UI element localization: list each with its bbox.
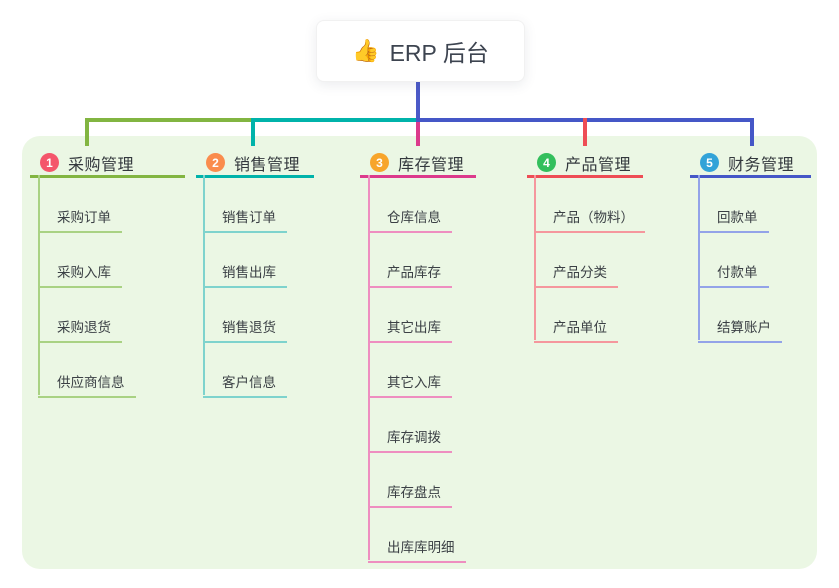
node-item-label: 产品分类 — [553, 265, 607, 280]
node-item[interactable]: 其它入库 — [368, 343, 452, 398]
node-item[interactable]: 产品（物料） — [534, 178, 645, 233]
branch-connector-line — [368, 175, 370, 560]
branch-number-badge: 5 — [700, 153, 719, 172]
branch-number-badge: 4 — [537, 153, 556, 172]
branch-items-procurement: 采购订单 采购入库 采购退货 供应商信息 — [38, 175, 136, 398]
branch-connector-line — [698, 175, 700, 340]
node-item-label: 采购订单 — [57, 210, 111, 225]
node-item-label: 仓库信息 — [387, 210, 441, 225]
branch-header-sales[interactable]: 2 销售管理 — [196, 150, 314, 178]
node-item-label: 客户信息 — [222, 375, 276, 390]
branch-drop-line-finance — [750, 118, 754, 146]
node-item-label: 供应商信息 — [57, 375, 125, 390]
node-item[interactable]: 采购退货 — [38, 288, 122, 343]
node-item[interactable]: 产品分类 — [534, 233, 618, 288]
node-item-label: 出库库明细 — [387, 540, 455, 555]
node-item[interactable]: 采购订单 — [38, 178, 122, 233]
branch-header-procurement[interactable]: 1 采购管理 — [30, 150, 185, 178]
node-item-label: 其它出库 — [387, 320, 441, 335]
branch-label: 库存管理 — [398, 156, 465, 174]
node-item[interactable]: 销售退货 — [203, 288, 287, 343]
node-item-label: 其它入库 — [387, 375, 441, 390]
node-item-label: 回款单 — [717, 210, 758, 225]
node-item-label: 销售出库 — [222, 265, 276, 280]
bus-segment-teal — [253, 118, 416, 122]
node-item[interactable]: 仓库信息 — [368, 178, 452, 233]
node-item-label: 产品（物料） — [553, 210, 634, 225]
branch-number-badge: 3 — [370, 153, 389, 172]
branch-drop-line-product — [583, 118, 587, 146]
node-item[interactable]: 其它出库 — [368, 288, 452, 343]
branch-connector-line — [203, 175, 205, 395]
branch-drop-line-sales — [251, 118, 255, 146]
bus-segment-green — [85, 118, 253, 122]
branch-connector-line — [38, 175, 40, 395]
node-item[interactable]: 库存盘点 — [368, 453, 452, 508]
node-item[interactable]: 供应商信息 — [38, 343, 136, 398]
node-item[interactable]: 库存调拨 — [368, 398, 452, 453]
node-item[interactable]: 回款单 — [698, 178, 769, 233]
thumbs-up-icon: 👍 — [352, 38, 380, 63]
node-item[interactable]: 结算账户 — [698, 288, 782, 343]
node-item-label: 销售退货 — [222, 320, 276, 335]
branch-label: 产品管理 — [565, 156, 632, 174]
node-item[interactable]: 销售出库 — [203, 233, 287, 288]
node-item[interactable]: 销售订单 — [203, 178, 287, 233]
root-connector-line — [416, 82, 420, 120]
node-item-label: 库存盘点 — [387, 485, 441, 500]
branch-label: 销售管理 — [234, 156, 301, 174]
node-item-label: 结算账户 — [717, 320, 771, 335]
branch-number-badge: 1 — [40, 153, 59, 172]
node-item-label: 采购退货 — [57, 320, 111, 335]
node-item-label: 产品库存 — [387, 265, 441, 280]
branch-items-product: 产品（物料） 产品分类 产品单位 — [534, 175, 645, 343]
branch-drop-line-procurement — [85, 118, 89, 146]
branch-number-badge: 2 — [206, 153, 225, 172]
node-item-label: 销售订单 — [222, 210, 276, 225]
branch-items-inventory: 仓库信息 产品库存 其它出库 其它入库 库存调拨 库存盘点 出库库明细 — [368, 175, 466, 563]
node-item[interactable]: 出库库明细 — [368, 508, 466, 563]
branch-label: 财务管理 — [728, 156, 795, 174]
node-item[interactable]: 付款单 — [698, 233, 769, 288]
node-item[interactable]: 客户信息 — [203, 343, 287, 398]
node-item-label: 采购入库 — [57, 265, 111, 280]
branch-drop-line-inventory — [416, 122, 420, 146]
root-node[interactable]: 👍 ERP 后台 — [316, 20, 525, 82]
branches-background-panel — [22, 136, 817, 569]
branch-connector-line — [534, 175, 536, 340]
node-item-label: 库存调拨 — [387, 430, 441, 445]
node-item[interactable]: 采购入库 — [38, 233, 122, 288]
root-node-label: ERP 后台 — [389, 40, 489, 66]
branch-items-finance: 回款单 付款单 结算账户 — [698, 175, 782, 343]
node-item-label: 付款单 — [717, 265, 758, 280]
node-item-label: 产品单位 — [553, 320, 607, 335]
branch-header-inventory[interactable]: 3 库存管理 — [360, 150, 476, 178]
node-item[interactable]: 产品单位 — [534, 288, 618, 343]
branch-header-product[interactable]: 4 产品管理 — [527, 150, 643, 178]
branch-label: 采购管理 — [68, 156, 135, 174]
branch-items-sales: 销售订单 销售出库 销售退货 客户信息 — [203, 175, 287, 398]
node-item[interactable]: 产品库存 — [368, 233, 452, 288]
branch-header-finance[interactable]: 5 财务管理 — [690, 150, 811, 178]
